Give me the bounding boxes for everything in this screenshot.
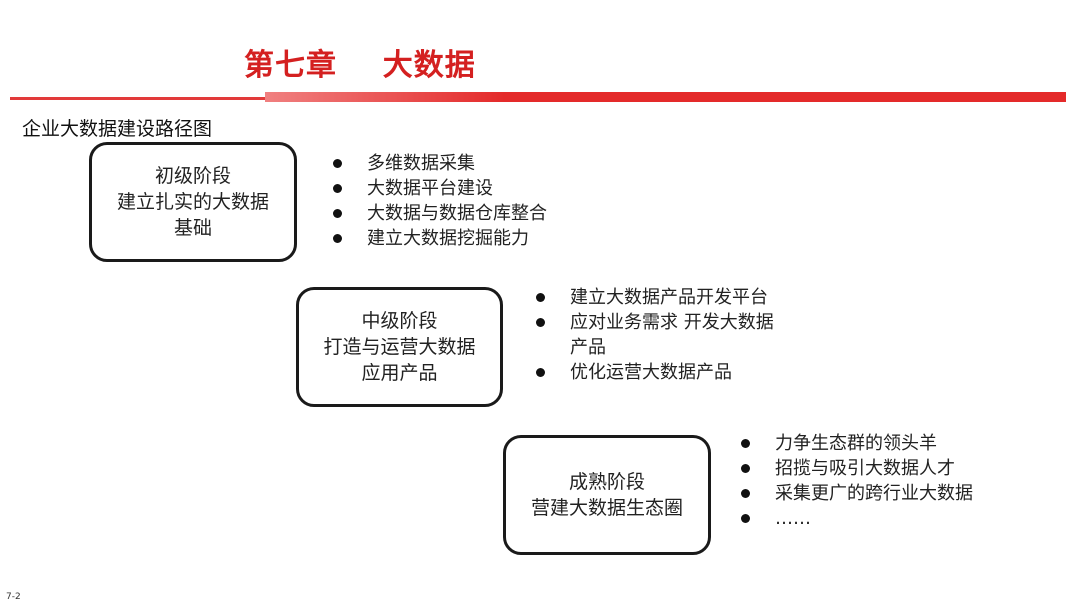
list-item: 建立大数据挖掘能力	[333, 226, 633, 251]
diagram-subtitle: 企业大数据建设路径图	[22, 118, 213, 140]
bullet-icon	[333, 234, 342, 243]
bullet-icon	[333, 209, 342, 218]
page-title: 第七章 大数据	[244, 48, 476, 83]
bullet-icon	[741, 489, 750, 498]
list-item: 力争生态群的领头羊	[741, 431, 991, 456]
stage-box-initial: 初级阶段 建立扎实的大数据 基础	[89, 142, 297, 262]
stage-desc-line: 建立扎实的大数据	[116, 191, 269, 213]
stage-desc-line: 应用产品	[361, 362, 438, 384]
stage-name: 成熟阶段	[568, 471, 645, 493]
list-item: 应对业务需求 开发大数据产品	[536, 310, 786, 360]
list-item: 优化运营大数据产品	[536, 360, 786, 385]
list-item: 招揽与吸引大数据人才	[741, 456, 991, 481]
list-item: 多维数据采集	[333, 151, 633, 176]
list-item: ……	[741, 506, 991, 531]
header-divider	[10, 92, 1066, 102]
bullet-icon	[333, 184, 342, 193]
stage-name: 初级阶段	[154, 165, 231, 187]
bullet-icon	[741, 439, 750, 448]
stage-bullet-list-mature: 力争生态群的领头羊 招揽与吸引大数据人才 采集更广的跨行业大数据 ……	[741, 431, 991, 531]
stage-box-intermediate: 中级阶段 打造与运营大数据 应用产品	[296, 287, 503, 407]
stage-desc-line: 基础	[173, 217, 212, 239]
stage-desc-line: 营建大数据生态圈	[530, 497, 683, 519]
stage-bullet-list-initial: 多维数据采集 大数据平台建设 大数据与数据仓库整合 建立大数据挖掘能力	[333, 151, 633, 251]
bullet-icon	[333, 159, 342, 168]
list-item: 大数据与数据仓库整合	[333, 201, 633, 226]
stage-bullet-list-intermediate: 建立大数据产品开发平台 应对业务需求 开发大数据产品 优化运营大数据产品	[536, 285, 786, 385]
bullet-icon	[536, 293, 545, 302]
bullet-icon	[536, 318, 545, 327]
bullet-icon	[741, 514, 750, 523]
list-item: 采集更广的跨行业大数据	[741, 481, 991, 506]
list-item: 大数据平台建设	[333, 176, 633, 201]
stage-box-mature: 成熟阶段 营建大数据生态圈	[503, 435, 711, 555]
divider-thick-bar	[265, 92, 1066, 102]
bullet-icon	[741, 464, 750, 473]
page-number: 7-2	[6, 592, 21, 602]
stage-name: 中级阶段	[361, 310, 438, 332]
bullet-icon	[536, 368, 545, 377]
list-item: 建立大数据产品开发平台	[536, 285, 786, 310]
stage-desc-line: 打造与运营大数据	[323, 336, 476, 358]
